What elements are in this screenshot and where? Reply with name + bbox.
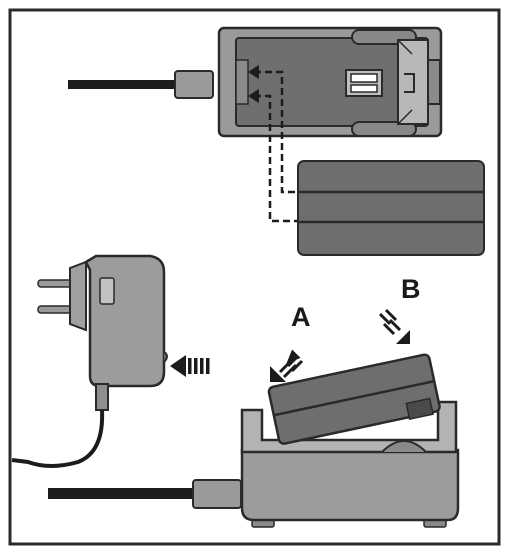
charger-side-view: [48, 353, 460, 528]
power-plug-icon: [37, 260, 87, 332]
charger-top-view: [68, 26, 443, 138]
direction-arrow-icon: [170, 355, 210, 377]
arrow-icon: [248, 89, 259, 103]
battery-tilted: [267, 353, 441, 445]
arrow-b: [378, 308, 410, 344]
connection-lines: [254, 70, 300, 223]
adapter-cable: [11, 409, 105, 468]
cradle-base-side: [240, 448, 460, 522]
label-a: A: [291, 302, 311, 332]
cradle-latch: [404, 73, 415, 93]
contact-arrows: [248, 65, 259, 103]
cradle-slot-bottom: [351, 121, 417, 137]
cable-plug-bottom: [192, 479, 242, 509]
cable-top: [68, 80, 180, 89]
arrow-a: [270, 354, 304, 382]
battery-pack: [297, 160, 485, 256]
cable-bottom: [48, 488, 198, 499]
adapter-strain-relief: [95, 383, 109, 411]
power-adapter: [11, 254, 168, 468]
adapter-body: [84, 254, 166, 388]
label-b: B: [401, 274, 421, 304]
arrow-icon: [248, 65, 259, 79]
cable-plug-top: [174, 70, 214, 99]
